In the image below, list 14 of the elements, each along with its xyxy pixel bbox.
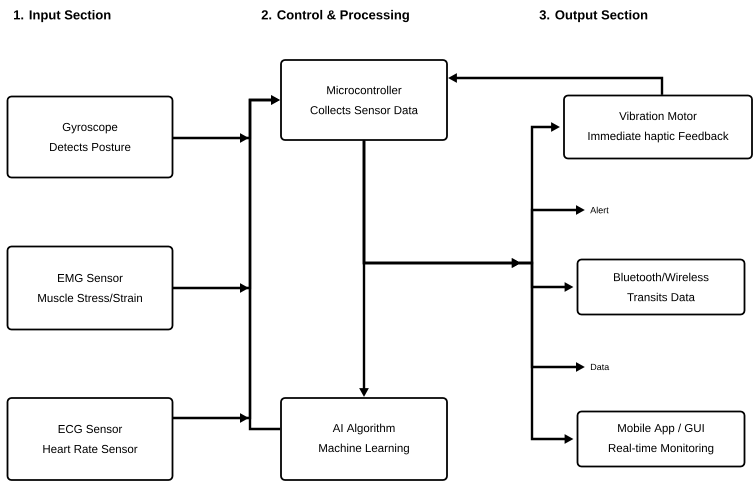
process-box: ECG Sensor Heart Rate Sensor	[6, 397, 174, 481]
process-box: Mobile App / GUI Real-time Monitoring	[576, 410, 746, 468]
output-label: Data	[590, 364, 610, 370]
process-box: Bluetooth/Wireless Transits Data	[576, 258, 746, 316]
process-box: Microcontroller Collects Sensor Data	[280, 59, 448, 141]
process-box: EMG Sensor Muscle Stress/Strain	[6, 246, 174, 330]
section-heading: 2. Control & Processing	[262, 10, 409, 22]
process-box: Vibration Motor Immediate haptic Feedback	[563, 94, 753, 160]
section-heading: 1. Input Section	[14, 10, 110, 22]
process-box: Gyroscope Detects Posture	[6, 96, 174, 178]
arrow	[248, 95, 280, 430]
section-heading: 3. Output Section	[540, 10, 648, 22]
process-box: AI Algorithm Machine Learning	[280, 397, 448, 481]
output-label: Alert	[590, 206, 609, 214]
